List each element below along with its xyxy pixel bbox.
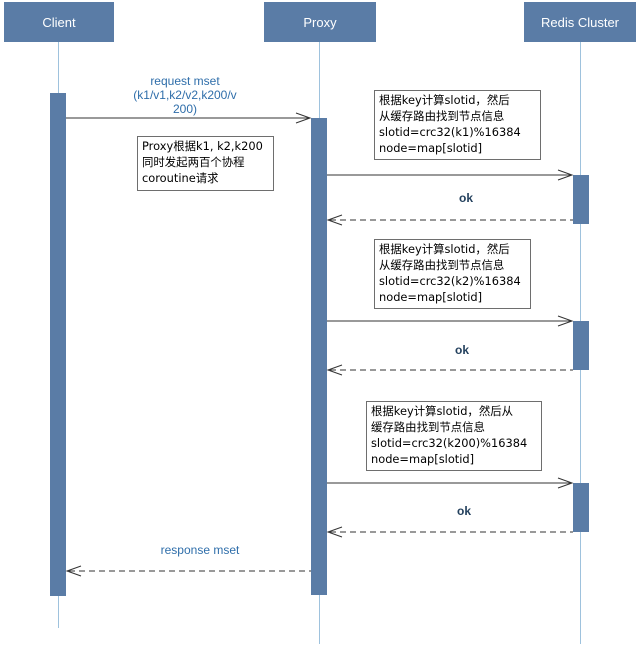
note-slot-k200: 根据key计算slotid，然后从 缓存路由找到节点信息 slotid=crc3… (366, 401, 542, 471)
actor-redis-cluster: Redis Cluster (524, 2, 636, 42)
activation-redis-1 (573, 175, 589, 224)
activation-redis-3 (573, 483, 589, 532)
request-label: request mset (k1/v1,k2/v2,k200/v 200) (133, 74, 237, 116)
ok-label-3: ok (457, 504, 472, 518)
note-slot-k2: 根据key计算slotid，然后 从缓存路由找到节点信息 slotid=crc3… (374, 239, 531, 309)
activation-client (50, 93, 66, 596)
response-label: response mset (160, 543, 240, 557)
actor-proxy: Proxy (264, 2, 376, 42)
actor-client: Client (4, 2, 114, 42)
ok-label-2: ok (455, 343, 470, 357)
note-slot-k1: 根据key计算slotid，然后 从缓存路由找到节点信息 slotid=crc3… (374, 90, 541, 160)
activation-proxy (311, 118, 327, 595)
note-proxy-coroutines: Proxy根据k1, k2,k200 同时发起两百个协程 coroutine请求 (137, 136, 274, 191)
ok-label-1: ok (459, 191, 474, 205)
activation-redis-2 (573, 321, 589, 370)
